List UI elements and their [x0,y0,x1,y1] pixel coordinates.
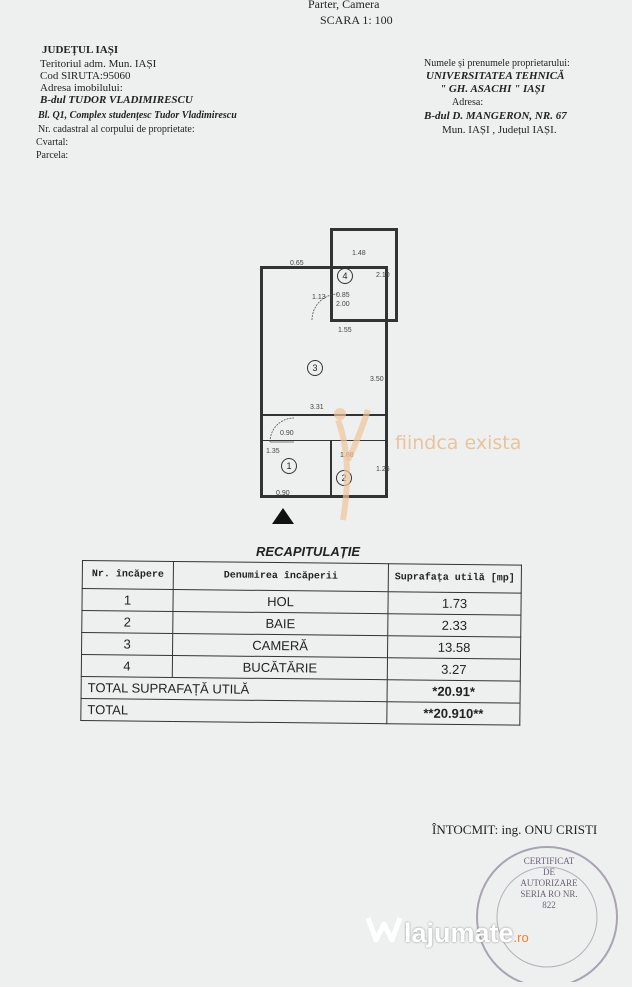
divider-line [262,414,386,416]
room-4-walls [330,228,398,322]
room-name: CAMERĂ [172,633,388,658]
county: JUDEȚUL IAȘI [42,44,119,56]
room-area: 2.33 [387,613,521,638]
room-name: BAIE [172,611,388,636]
owner-line1: UNIVERSITATEA TEHNICĂ [426,70,565,82]
dim-label: 3.31 [310,404,324,411]
door-arc-icon [311,293,339,321]
room-3-number: 3 [307,360,323,376]
dim-label: 1.13 [312,294,326,301]
room-nr: 4 [81,654,173,678]
territory: Teritoriul adm. Mun. IAȘI [40,58,157,70]
room-name: BUCĂTĂRIE [172,655,388,680]
property-street: B-dul TUDOR VLADIMIRESCU [40,94,193,106]
parcel: Parcela: [36,150,69,161]
room-name: HOL [172,589,389,614]
owner-line2: " GH. ASACHI " IAȘI [440,83,546,95]
room-nr: 2 [81,610,173,634]
total-label: TOTAL [80,698,388,724]
siruta-code: Cod SIRUTA:95060 [40,70,131,82]
watermark-text: fiindca exista [395,432,522,454]
col-name-header: Denumirea încăperii [173,561,389,592]
owner-street: B-dul D. MANGERON, NR. 67 [424,110,567,122]
total-value: **20.910** [386,701,521,726]
dim-label: 0.90 [280,430,294,437]
dim-label: 2.10 [376,272,390,279]
brand-name: lajumate.ro [404,918,529,948]
room-nr: 3 [81,632,173,656]
col-area-header: Suprafața utilă [mp] [388,563,522,594]
brand-logo-icon [366,917,402,943]
owner-address-label: Adresa: [452,97,484,108]
dim-label: 1.55 [338,327,352,334]
dim-label: 2.00 [336,301,350,308]
certification-stamp: CERTIFICAT DE AUTORIZARE SERIA RO NR. 82… [462,832,632,987]
room-3-walls [260,266,388,498]
hall-line [262,440,386,441]
room-area: 1.73 [387,591,522,616]
total-row: TOTAL **20.910** [80,698,521,726]
floor-plan: 4 3 1 2 1.48 0.65 2.10 1.13 0.85 2.00 1.… [250,228,400,524]
dim-label: 0.85 [336,292,350,299]
room-nr: 1 [81,588,174,612]
quarter: Cvartal: [36,137,69,148]
col-nr-header: Nr. încăpere [82,560,174,590]
prepared-by: ÎNTOCMIT: ing. ONU CRISTI [432,822,598,837]
room-area: 3.27 [387,657,521,682]
room-area: 13.58 [387,635,521,660]
room-4-number: 4 [337,268,353,284]
stamp-circle-icon [476,846,618,987]
scale-label: SCARA 1: 100 [320,13,393,27]
total-util-label: TOTAL SUPRAFAȚĂ UTILĂ [81,676,388,702]
dim-label: 1.35 [266,448,280,455]
bathroom-wall [330,440,332,498]
owner-city: Mun. IAȘI , Județul IAȘI. [442,124,557,136]
recap-title: RECAPITULAȚIE [256,544,360,559]
dim-label: 0.65 [290,260,304,267]
dim-label: 1.26 [376,466,390,473]
dim-label: 0.90 [276,490,290,497]
watermark-logo-icon [334,408,371,521]
dim-label: 3.50 [370,376,384,383]
dim-label: 1.48 [352,250,366,257]
total-util-value: *20.91* [387,679,521,704]
stamp-text: CERTIFICAT DE AUTORIZARE SERIA RO NR. 82… [520,856,578,910]
address-label: Adresa imobilului: [40,82,123,94]
entrance-marker-icon [272,508,294,524]
room-1-number: 1 [281,458,297,474]
plan-level-label: Parter, Camera [308,0,380,11]
property-building: Bl. Q1, Complex studențesc Tudor Vladimi… [38,110,237,121]
door-arc-icon [269,417,295,443]
cadastral-number: Nr. cadastral al corpului de proprietate… [38,124,195,135]
owner-label: Numele și prenumele proprietarului: [424,58,570,69]
recap-table: Nr. încăpere Denumirea încăperii Suprafa… [80,560,522,726]
